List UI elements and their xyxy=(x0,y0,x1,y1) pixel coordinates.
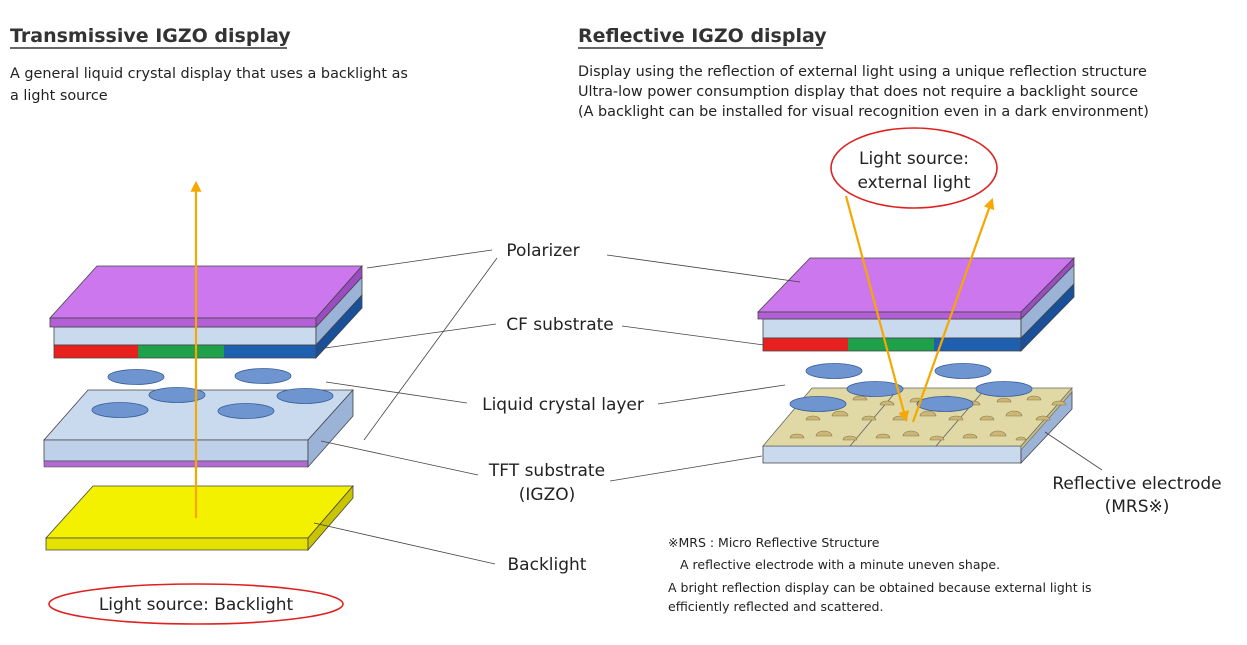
mrs-footnote: ※MRS : Micro Reflective Structure A refl… xyxy=(668,535,1092,614)
electrode-leader-line xyxy=(1044,431,1103,471)
tft-leader-right xyxy=(609,455,763,482)
footnote-line1: A bright reflection display can be obtai… xyxy=(668,580,1092,595)
lc-drops-left xyxy=(91,368,334,419)
lc-drop xyxy=(846,381,904,397)
layer-labels: Polarizer CF substrate Liquid crystal la… xyxy=(313,241,801,575)
tft-to-polarizer-leader xyxy=(363,257,498,441)
backlight-label: Backlight xyxy=(508,555,587,575)
lc-drop xyxy=(217,403,275,419)
reflective-electrode-label-line1: Reflective electrode xyxy=(1052,474,1221,494)
cf-blue-filter xyxy=(934,338,1021,351)
light-source-backlight-label: Light source: Backlight xyxy=(99,595,294,615)
transmissive-desc-line1: A general liquid crystal display that us… xyxy=(10,66,408,82)
reflective-desc-line3: (A backlight can be installed for visual… xyxy=(578,104,1149,120)
cf-blue-filter xyxy=(224,345,316,358)
polarizer-leader-right xyxy=(606,254,801,283)
polarizer-leader-left xyxy=(366,249,493,269)
light-source-backlight-ellipse xyxy=(48,583,344,625)
cf-substrate-label: CF substrate xyxy=(506,315,614,335)
lc-drop xyxy=(91,402,149,418)
cf-green-filter xyxy=(138,345,224,358)
polarizer-layer xyxy=(49,264,363,329)
cf-leader-right xyxy=(621,325,765,346)
light-source-external-line1: Light source: xyxy=(859,149,969,169)
cf-substrate-layer xyxy=(53,275,363,360)
light-source-external-ellipse xyxy=(830,127,998,209)
reflective-desc-line1: Display using the reflection of external… xyxy=(578,64,1147,80)
reflective-stack: Light source: external light Reflective … xyxy=(757,127,1222,517)
backlight-layer xyxy=(45,484,354,552)
cf-leader-left xyxy=(317,323,497,350)
lc-drop xyxy=(934,363,992,379)
lc-drops-right xyxy=(789,363,1033,412)
incoming-light-arrow xyxy=(844,195,910,423)
tft-substrate-label-line2: (IGZO) xyxy=(519,485,575,505)
lc-leader-right xyxy=(657,384,786,405)
reflected-light-arrow xyxy=(911,197,995,423)
lc-drop xyxy=(107,369,165,385)
reflective-desc-line2: Ultra-low power consumption display that… xyxy=(578,84,1138,100)
transmissive-title: Transmissive IGZO display xyxy=(10,25,291,47)
tft-substrate-label-line1: TFT substrate xyxy=(488,461,605,481)
reflective-title: Reflective IGZO display xyxy=(578,25,827,47)
mrs-description: A reflective electrode with a minute une… xyxy=(680,557,1000,572)
tft-substrate-right xyxy=(762,390,1073,465)
liquid-crystal-label: Liquid crystal layer xyxy=(482,395,644,415)
light-source-external-line2: external light xyxy=(857,173,970,193)
lc-leader-left xyxy=(325,381,468,404)
cf-red-filter xyxy=(54,345,138,358)
mrs-title: ※MRS : Micro Reflective Structure xyxy=(668,535,880,550)
cf-substrate-right xyxy=(762,264,1075,352)
footnote-line2: efficiently reflected and scattered. xyxy=(668,599,883,614)
lc-drop xyxy=(916,396,974,412)
lc-drop xyxy=(805,363,863,379)
transmissive-stack: Light source: Backlight xyxy=(43,180,363,625)
cf-green-filter xyxy=(848,338,934,351)
backlight-leader xyxy=(313,522,496,565)
reflective-electrode-label-line2: (MRS※) xyxy=(1105,497,1170,517)
lc-drop xyxy=(789,396,847,412)
cf-red-filter xyxy=(763,338,848,351)
transmissive-desc-line2: a light source xyxy=(10,88,108,104)
polarizer-right xyxy=(757,257,1075,320)
lc-drop xyxy=(975,381,1033,397)
lc-drop xyxy=(234,368,292,384)
lc-drop xyxy=(276,388,334,404)
tft-leader-left xyxy=(320,440,479,476)
lc-drop xyxy=(148,387,206,403)
polarizer-label: Polarizer xyxy=(506,241,579,261)
